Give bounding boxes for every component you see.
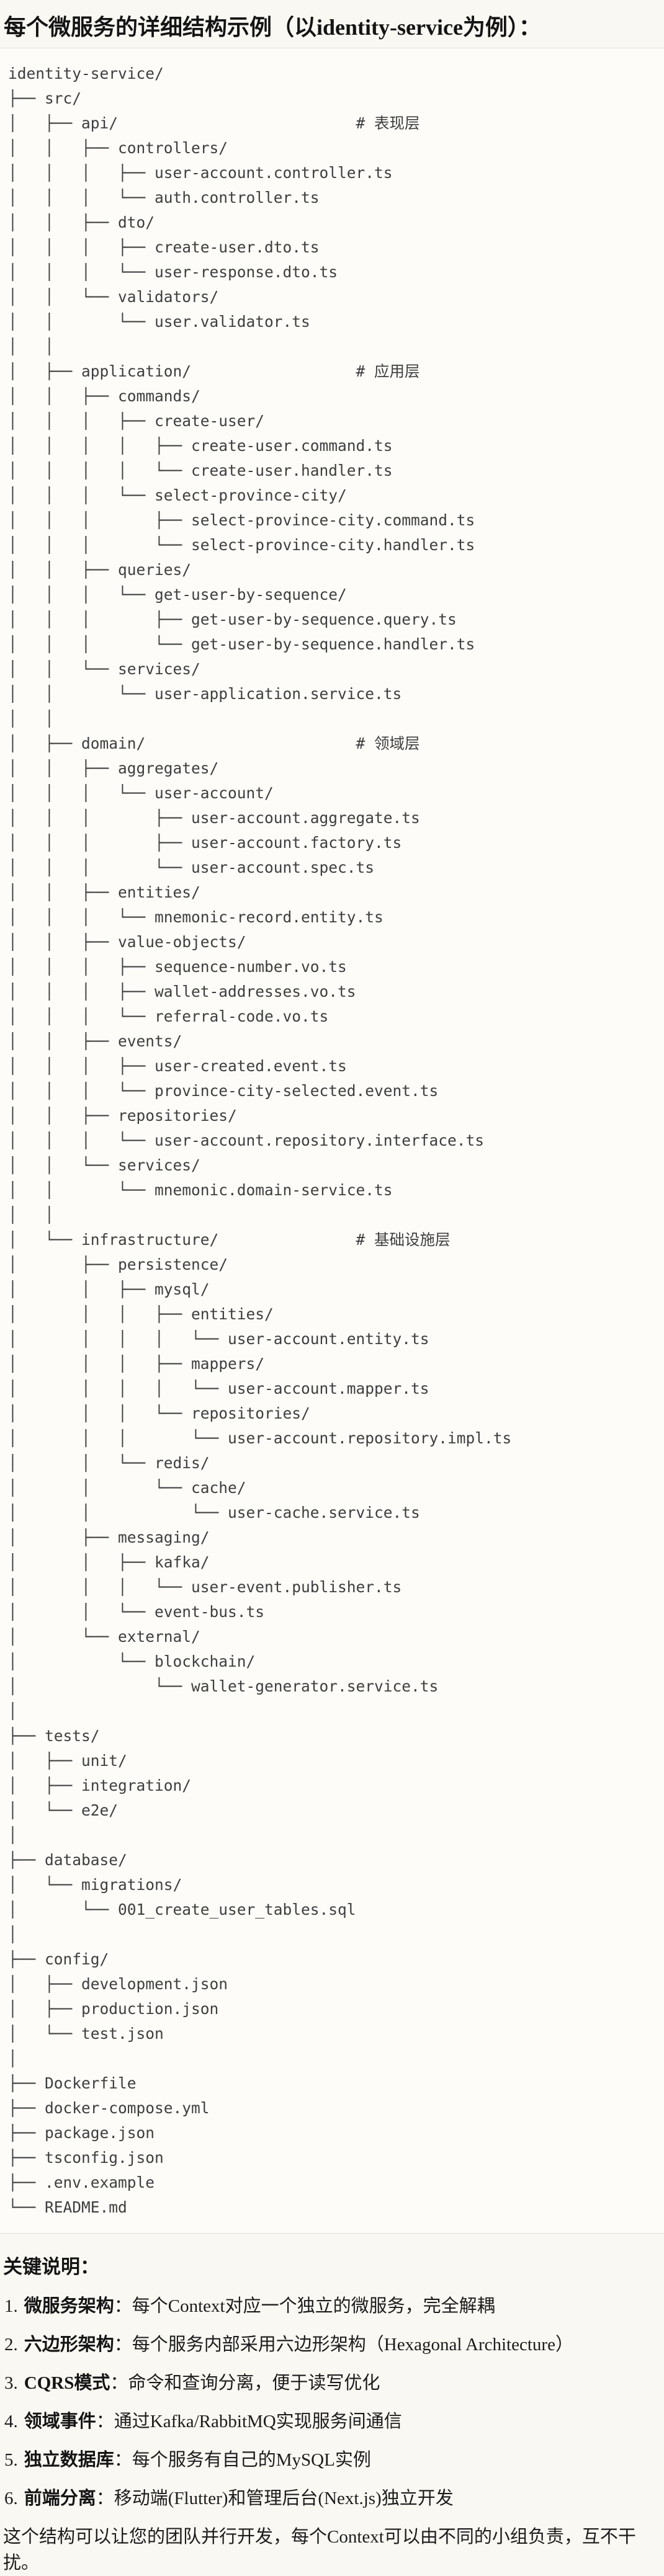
list-item-text: ：移动端(Flutter)和管理后台(Next.js)独立开发 [96, 2489, 454, 2508]
list-item-term: 六边形架构 [24, 2335, 114, 2355]
list-item-number: 3. [4, 2373, 18, 2393]
list-item-number: 5. [4, 2450, 18, 2470]
list-item-term: 前端分离 [24, 2489, 96, 2508]
list-item: 4. 领域事件：通过Kafka/RabbitMQ实现服务间通信 [4, 2409, 658, 2435]
list-item-number: 2. [4, 2335, 18, 2355]
list-item-term: 微服务架构 [24, 2296, 114, 2316]
page: { "page": { "background_color": "#FAF8F3… [0, 15, 664, 2576]
list-item: 5. 独立数据库：每个服务有自己的MySQL实例 [4, 2447, 658, 2473]
list-item-text: ：通过Kafka/RabbitMQ实现服务间通信 [96, 2412, 402, 2431]
list-item-number: 1. [4, 2296, 18, 2316]
list-item: 6. 前端分离：移动端(Flutter)和管理后台(Next.js)独立开发 [4, 2485, 658, 2511]
list-item-text: ：每个服务有自己的MySQL实例 [114, 2450, 371, 2470]
list-item: 3. CQRS模式：命令和查询分离，便于读写优化 [4, 2370, 658, 2396]
list-item-text: ：每个服务内部采用六边形架构（Hexagonal Architecture） [114, 2335, 573, 2355]
list-item-text: ：命令和查询分离，便于读写优化 [110, 2373, 380, 2393]
list-item: 1. 微服务架构：每个Context对应一个独立的微服务，完全解耦 [4, 2293, 658, 2319]
list-item-term: 独立数据库 [24, 2450, 114, 2470]
list-item-term: CQRS模式 [24, 2373, 110, 2393]
key-notes-section: 关键说明： 1. 微服务架构：每个Context对应一个独立的微服务，完全解耦 2… [0, 2255, 664, 2576]
list-item-term: 领域事件 [24, 2412, 96, 2431]
list-item-number: 4. [4, 2412, 18, 2431]
list-item-number: 6. [4, 2489, 18, 2508]
page-title: 每个微服务的详细结构示例（以identity-service为例）： [4, 15, 541, 40]
notes-heading: 关键说明： [3, 2256, 99, 2278]
list-item-text: ：每个Context对应一个独立的微服务，完全解耦 [114, 2296, 495, 2316]
closing-paragraph: 这个结构可以让您的团队并行开发，每个Context可以由不同的小组负责，互不干扰… [3, 2527, 636, 2573]
directory-tree-code-block: identity-service/ ├── src/ │ ├── api/ # … [0, 48, 664, 2234]
list-item: 2. 六边形架构：每个服务内部采用六边形架构（Hexagonal Architec… [4, 2332, 658, 2358]
